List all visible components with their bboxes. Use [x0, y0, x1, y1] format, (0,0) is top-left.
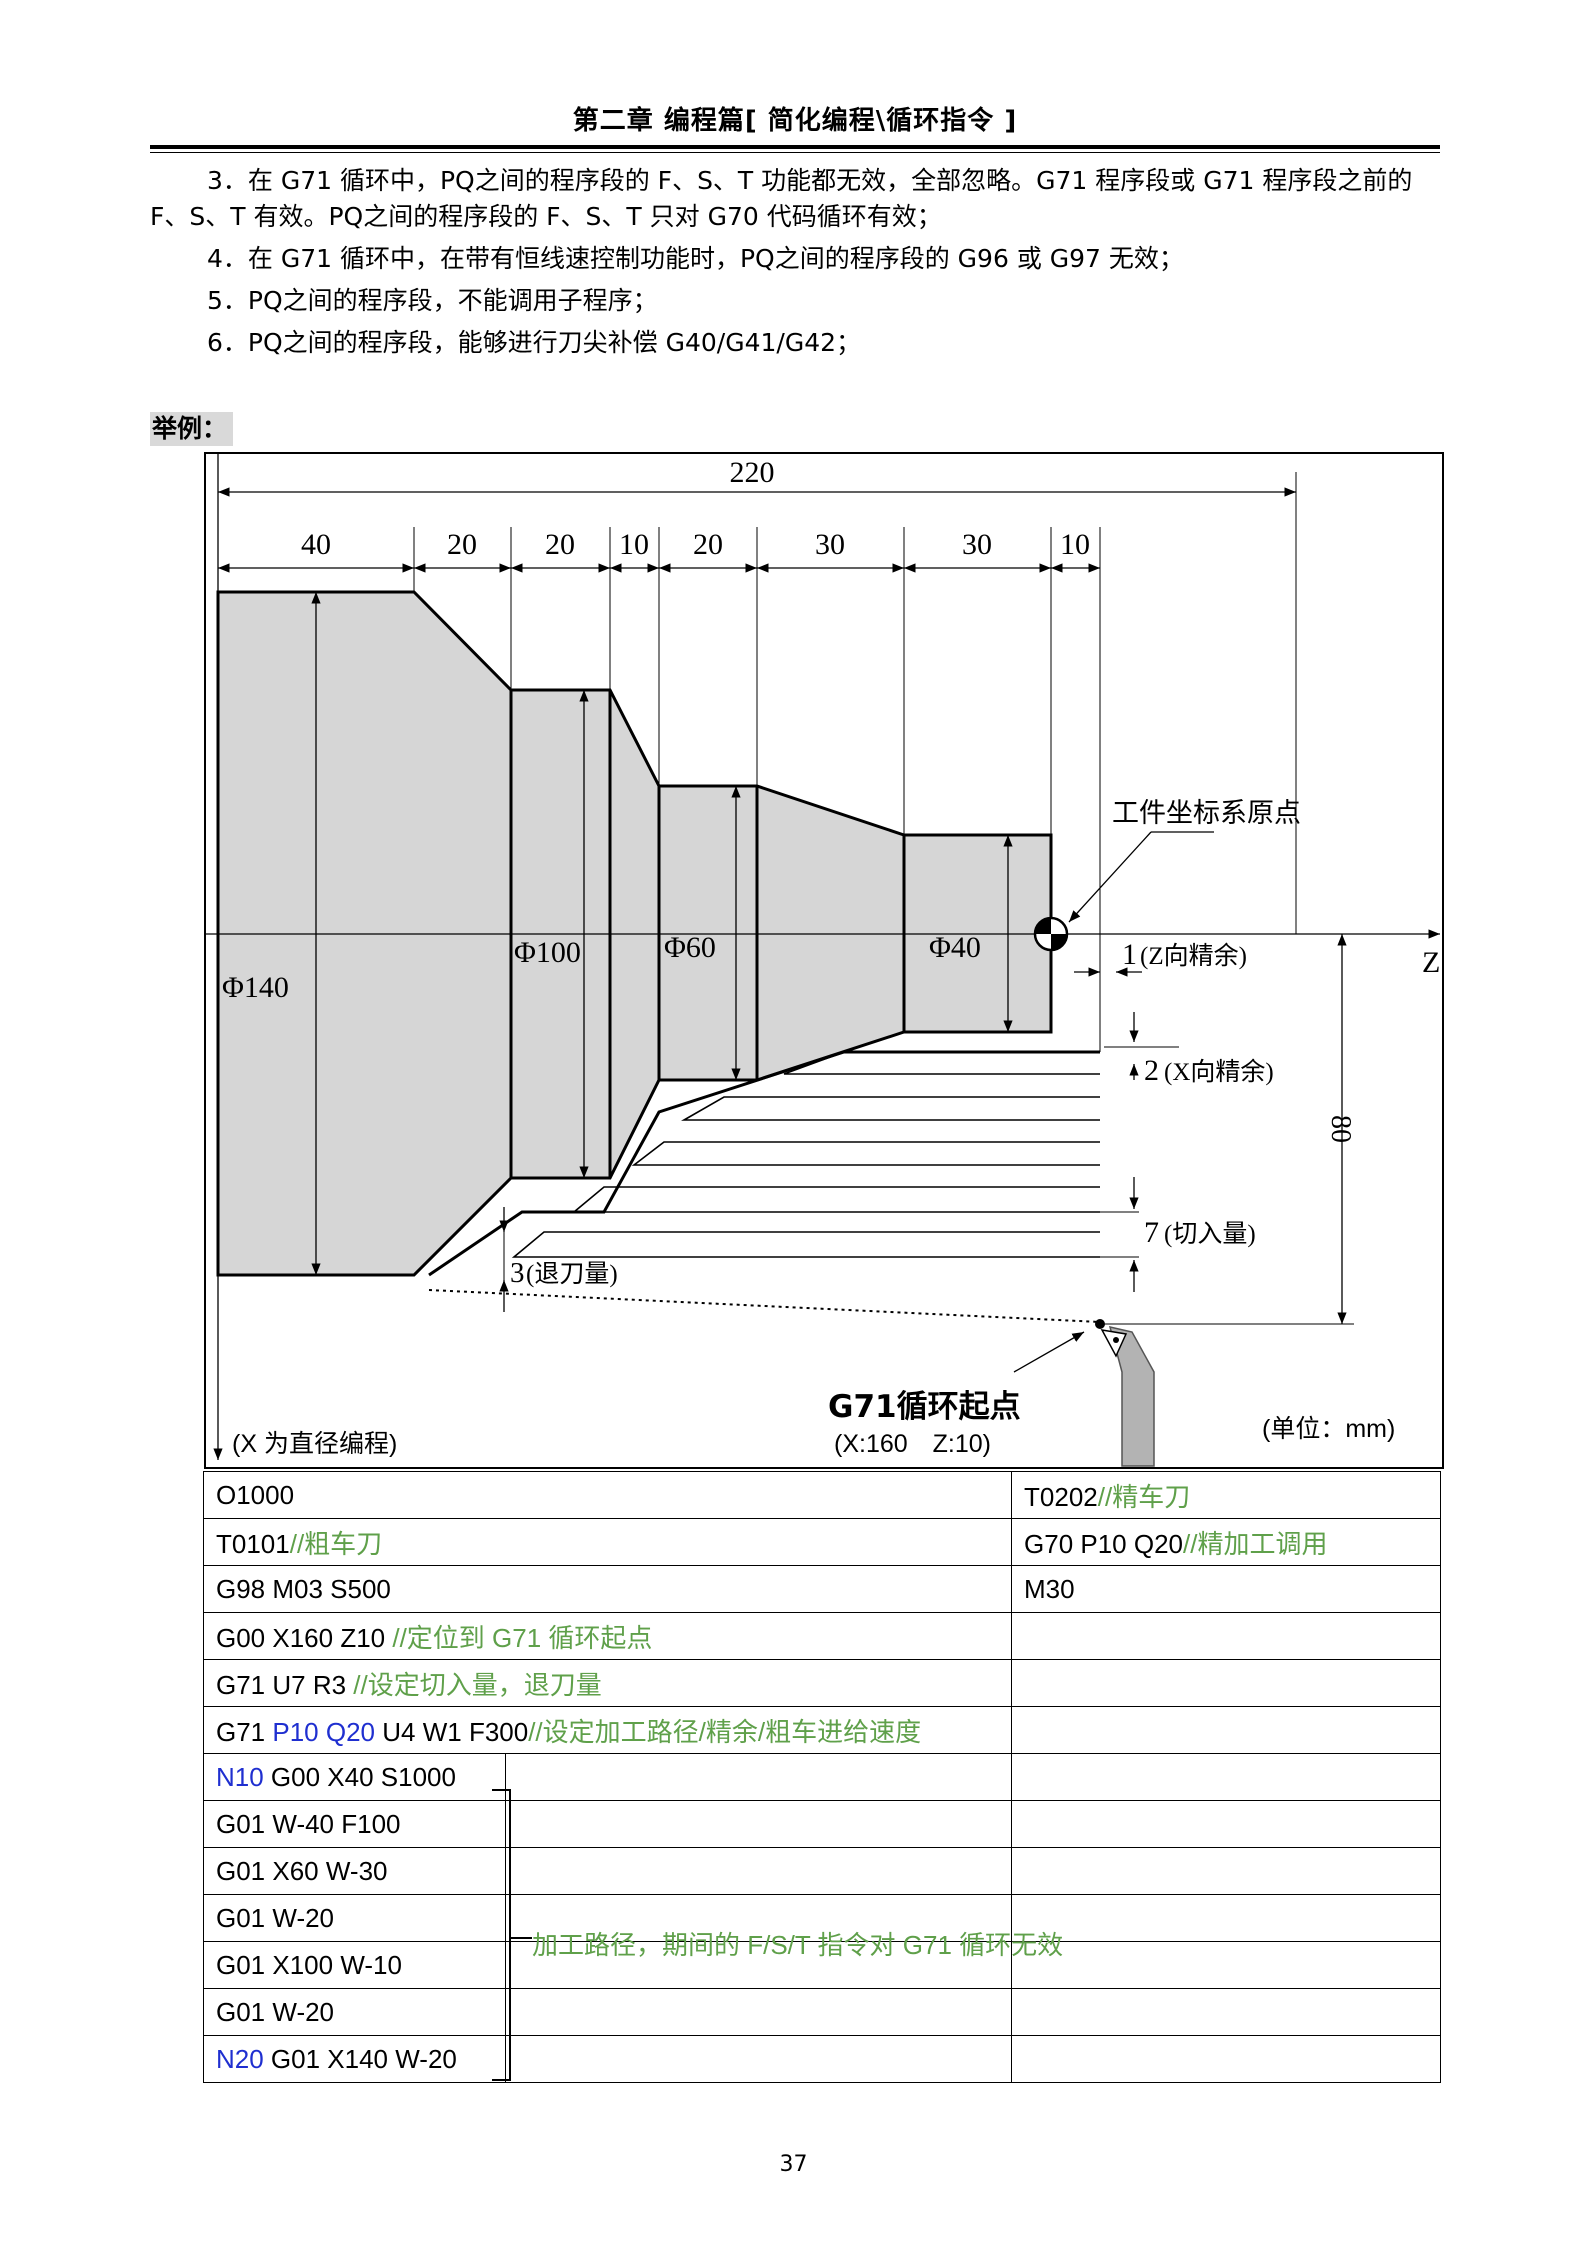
page-header: 第二章 编程篇[ 简化编程\循环指令 ]	[572, 106, 1018, 136]
code-cell: G71 U7 R3 //设定切入量，退刀量	[202, 1659, 1013, 1707]
table-row: O1000 T0202//精车刀	[202, 1471, 1442, 1519]
table-row: G00 X160 Z10 //定位到 G71 循环起点	[202, 1612, 1442, 1660]
code-comment: //设定加工路径/精余/粗车进给速度	[528, 1716, 922, 1747]
p-address: P10	[272, 1716, 319, 1747]
dim-label-2: 20	[447, 528, 477, 561]
code-cell	[1011, 1894, 1442, 1942]
code-comment: //定位到 G71 循环起点	[392, 1622, 653, 1653]
start-point	[1095, 1319, 1105, 1329]
code-cell: G01 X100 W-10	[203, 1941, 506, 1989]
code-cell	[504, 1941, 1013, 1989]
code-cell	[1011, 1659, 1442, 1707]
code-cell: G98 M03 S500	[202, 1565, 1013, 1613]
code-cell	[1011, 1988, 1442, 2036]
code-cell: O1000	[202, 1471, 1013, 1519]
dim-total-label: 220	[730, 456, 775, 489]
code-cell: G01 W-20	[203, 1988, 506, 2036]
code-cell: G01 W-20	[203, 1894, 506, 1942]
table-row: N20 G01 X140 W-20	[203, 2035, 1442, 2083]
example-label: 举例：	[150, 412, 234, 446]
table-row: G71 P10 Q20 U4 W1 F300//设定加工路径/精余/粗车进给速度	[202, 1706, 1442, 1754]
g71-diagram: Z 220 40 20 20 10 20 30 30 10	[204, 452, 1444, 1469]
code-cell	[1011, 1847, 1442, 1895]
code-cell: G01 W-40 F100	[203, 1800, 506, 1848]
code-cell	[1011, 1612, 1442, 1660]
retract-value: 3	[510, 1257, 525, 1289]
dim-label-3: 20	[545, 528, 575, 561]
unit-label: (单位：mm)	[1262, 1415, 1395, 1443]
code-cell	[1011, 1800, 1442, 1848]
depth-value: 7	[1144, 1216, 1159, 1249]
dim-label-5: 20	[693, 528, 723, 561]
code-cell: G00 X160 Z10 //定位到 G71 循环起点	[202, 1612, 1013, 1660]
code-comment: //精车刀	[1097, 1481, 1191, 1512]
table-row: G01 X100 W-10	[203, 1941, 1442, 1989]
diameter-label-40: Φ40	[929, 931, 981, 964]
code-cell	[1011, 1753, 1442, 1801]
table-row: G98 M03 S500 M30	[202, 1565, 1442, 1613]
z-axis-label: Z	[1422, 946, 1440, 979]
table-row: G01 W-20	[203, 1894, 1442, 1942]
code-cell: G01 X60 W-30	[203, 1847, 506, 1895]
height-dimension-label: 80	[1325, 1115, 1356, 1143]
dim-label-1: 40	[301, 528, 331, 561]
start-point-coords: (X:160 Z:10)	[834, 1430, 991, 1458]
depth-note: (切入量)	[1164, 1221, 1256, 1248]
x-diameter-note: (X 为直径编程)	[232, 1430, 397, 1458]
code-cell	[1011, 2035, 1442, 2083]
table-row: G01 W-40 F100	[203, 1800, 1442, 1848]
header-rule-thin	[150, 152, 1440, 153]
table-row: T0101//粗车刀 G70 P10 Q20//精加工调用	[202, 1518, 1442, 1566]
code-cell: N20 G01 X140 W-20	[203, 2035, 506, 2083]
table-row: N10 G00 X40 S1000	[203, 1753, 1442, 1801]
diameter-label-100: Φ100	[514, 936, 581, 969]
x-finish-note: (X向精余)	[1164, 1058, 1274, 1086]
code-cell: G71 P10 Q20 U4 W1 F300//设定加工路径/精余/粗车进给速度	[202, 1706, 1013, 1754]
start-point-title: G71循环起点	[828, 1389, 1021, 1425]
dim-label-7: 30	[962, 528, 992, 561]
code-cell: T0101//粗车刀	[202, 1518, 1013, 1566]
paragraph-3: 3．在 G71 循环中，PQ之间的程序段的 F、S、T 功能都无效，全部忽略。G…	[150, 166, 1413, 231]
code-cell	[1011, 1706, 1442, 1754]
page-number: 37	[779, 2152, 808, 2177]
retract-note: (退刀量)	[526, 1261, 618, 1288]
diameter-label-60: Φ60	[664, 931, 716, 964]
code-cell: G70 P10 Q20//精加工调用	[1011, 1518, 1442, 1566]
origin-label: 工件坐标系原点	[1112, 798, 1301, 828]
code-cell	[504, 1800, 1013, 1848]
path-bracket	[492, 1789, 532, 2081]
code-comment: //粗车刀	[289, 1528, 383, 1559]
table-row: G71 U7 R3 //设定切入量，退刀量	[202, 1659, 1442, 1707]
code-cell: T0202//精车刀	[1011, 1471, 1442, 1519]
diameter-label-140: Φ140	[222, 971, 289, 1004]
bracket-note: 加工路径，期间的 F/S/T 指令对 G71 循环无效	[532, 1930, 1064, 1960]
z-finish-value: 1	[1122, 938, 1137, 971]
code-cell	[1011, 1941, 1442, 1989]
sequence-number: N20	[216, 2043, 264, 2074]
dim-label-4: 10	[619, 528, 649, 561]
code-comment: //精加工调用	[1183, 1528, 1328, 1559]
code-cell	[504, 1753, 1013, 1801]
tool-holder	[1108, 1325, 1155, 1467]
q-address: Q20	[325, 1716, 376, 1747]
paragraph-4: 4．在 G71 循环中，在带有恒线速控制功能时，PQ之间的程序段的 G96 或 …	[207, 244, 1184, 273]
paragraph-6: 6．PQ之间的程序段，能够进行刀尖补偿 G40/G41/G42；	[207, 328, 862, 357]
code-cell: M30	[1011, 1565, 1442, 1613]
code-cell: N10 G00 X40 S1000	[203, 1753, 506, 1801]
paragraph-5: 5．PQ之间的程序段，不能调用子程序；	[207, 286, 658, 315]
code-cell	[504, 1847, 1013, 1895]
x-finish-value: 2	[1144, 1054, 1159, 1087]
table-row: G01 X60 W-30	[203, 1847, 1442, 1895]
code-cell	[504, 2035, 1013, 2083]
header-rule-thick	[150, 145, 1440, 149]
code-comment: //设定切入量，退刀量	[353, 1669, 602, 1700]
sequence-number: N10	[216, 1761, 264, 1792]
table-row: G01 W-20	[203, 1988, 1442, 2036]
code-cell	[504, 1988, 1013, 2036]
start-taper-line	[428, 1289, 1101, 1323]
dim-label-6: 30	[815, 528, 845, 561]
dim-label-8: 10	[1060, 528, 1090, 561]
z-finish-note: (Z向精余)	[1140, 942, 1247, 970]
code-table: O1000 T0202//精车刀 T0101//粗车刀 G70 P10 Q20/…	[202, 1471, 1442, 2083]
